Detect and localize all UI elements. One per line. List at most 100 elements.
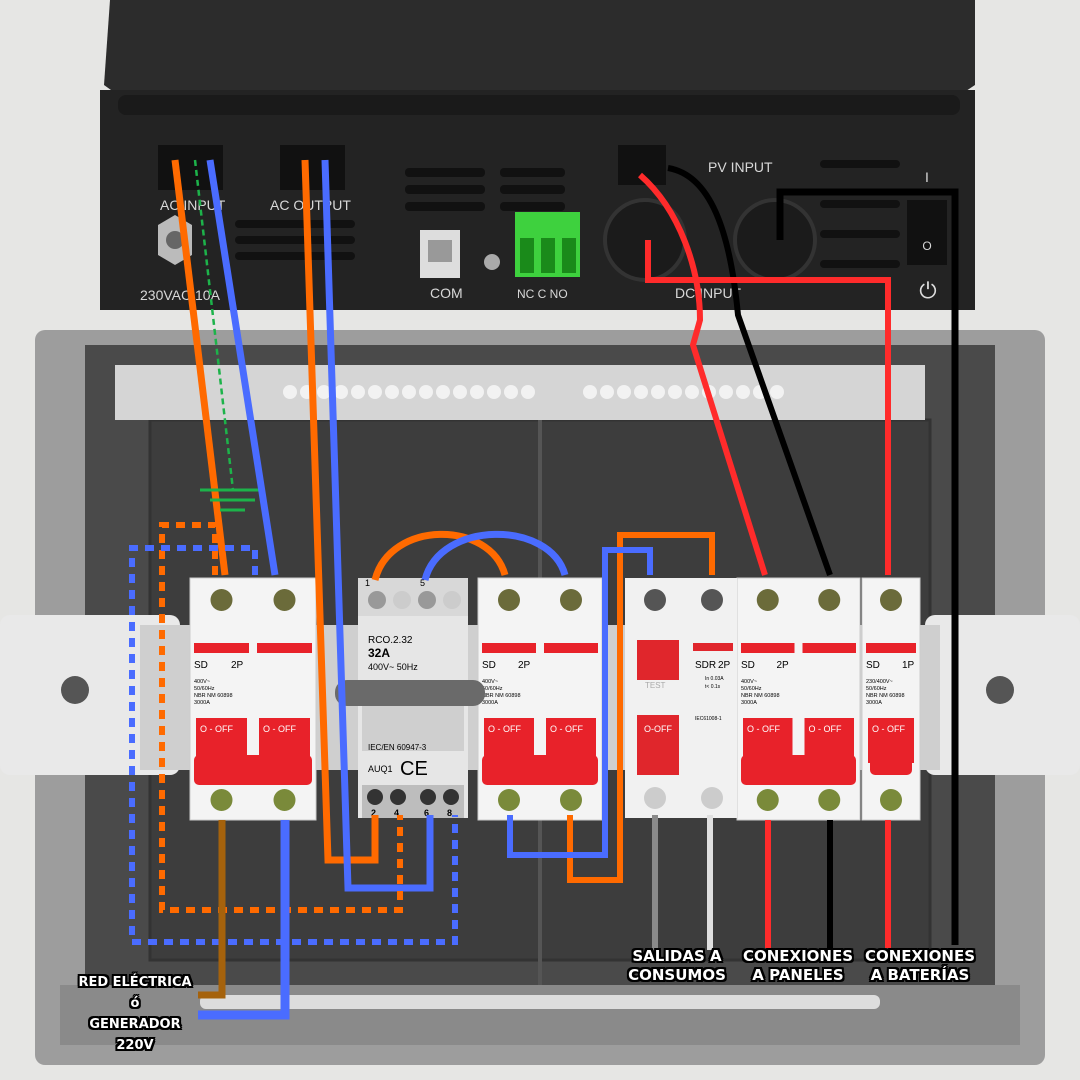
switch-on-label: I [925,169,929,185]
panels-label-line: CONEXIONES [742,947,854,965]
breaker-type: SD [194,660,208,671]
pv-negative-wire [667,165,833,577]
pv-input-port [733,198,817,282]
breaker-spec: 3000A [194,700,210,706]
batteries-label: CONEXIONES A BATERÍAS [860,947,980,985]
busbar [115,365,925,420]
loads-label-line: SALIDAS A [632,947,722,965]
handle-label: O - OFF [550,724,583,734]
grid-label: RED ELÉCTRICA ó GENERADOR 220V [70,972,200,1056]
terminal-screw-icon [210,789,233,811]
terminal-screw-icon [818,789,841,811]
ac-output-label: AC OUTPUT [270,197,351,213]
breaker-spec: 50/60Hz [194,686,215,692]
power-icon: ⏻ [919,278,936,303]
breaker-spec: NBR NM 60898 [482,693,521,699]
breaker-spec: 400V~ [741,679,757,685]
terminal-screw-icon [818,589,841,611]
battery-negative-wire [776,188,959,945]
earth-wire [193,159,235,491]
breaker-spec: NBR NM 60898 [866,693,905,699]
changeover-current: 32A [368,646,390,660]
rcd-spec: In 0.03A [705,676,724,682]
ac-output-neutral-wire [321,159,434,892]
grid-label-line: ó [130,996,140,1011]
ground-screw-icon [484,254,500,270]
terminal-screw-icon [880,589,902,611]
load-neutral-wire [507,547,653,858]
grid-label-line: RED ELÉCTRICA [78,975,192,990]
terminal-screw-icon [560,789,582,811]
terminal-label: 6 [424,808,429,818]
changeover-handle[interactable] [335,680,485,706]
breaker-spec: 3000A [866,700,882,706]
breaker-type: SD [741,660,755,671]
grid-label-line: 220V [116,1038,154,1053]
battery-positive-wire [645,240,891,575]
grid-label-line: GENERADOR [89,1017,181,1032]
handle-label: O - OFF [809,724,842,734]
grid-phase-input-wire [198,820,226,999]
breaker-spec: 50/60Hz [482,686,503,692]
changeover-model: RCO.2.32 [368,635,413,646]
ac-output-phase-wire [301,159,379,864]
loads-label-line: CONSUMOS [628,966,726,984]
terminal-label: 5 [420,578,425,588]
loads-label: SALIDAS A CONSUMOS [618,947,736,985]
batteries-label-line: A BATERÍAS [870,966,970,984]
breaker-spec: 400V~ [194,679,210,685]
rcd-handle-label: O-OFF [644,724,672,734]
breaker-poles: 2P [777,660,790,671]
ce-mark-icon: CE [400,758,428,780]
breaker-type: SD [482,660,496,671]
terminal-screw-icon [498,789,520,811]
terminal-screw-icon [756,789,779,811]
pv-positive-wire [638,172,768,576]
handle-label: O - OFF [747,724,780,734]
handle-tie [482,755,598,785]
handle-label: O - OFF [263,724,296,734]
panels-label: CONEXIONES A PANELES [738,947,858,985]
breaker-spec: NBR NM 60898 [194,693,233,699]
changeover-switch[interactable]: 1 5 RCO.2.32 32A 400V~ 50Hz IEC/EN 60947… [335,578,485,818]
terminal-screw-icon [210,589,233,611]
com-label: COM [430,285,463,301]
ac-input-phase-wire [171,159,229,576]
terminal-screw-icon [273,789,296,811]
handle-label: O - OFF [200,724,233,734]
terminal-label: 2 [371,808,376,818]
batteries-label-line: CONEXIONES [864,947,976,965]
handle-label: O - OFF [488,724,521,734]
breaker-spec: 3000A [741,700,757,706]
earth-symbol-icon [200,488,265,512]
rcd-test-button[interactable] [637,640,679,680]
terminal-screw-icon [880,789,902,811]
breaker-spec: 3000A [482,700,498,706]
breaker-spec: 230/400V~ [866,679,893,685]
changeover-code: AUQ1 [368,764,393,774]
terminal-screw-icon [560,589,582,611]
inverter: ⏻ AC INPUT AC OUTPUT 230VAC 10A COM NC C… [100,0,975,310]
terminal-label: 1 [365,578,370,588]
ac-rating-label: 230VAC 10A [140,287,221,303]
handle-tie [741,755,856,785]
breaker-poles: 2P [518,660,531,671]
pv-input-label: PV INPUT [708,159,773,175]
breaker-spec: 50/60Hz [866,686,887,692]
dc-input-label: DC INPUT [675,285,742,301]
panels-label-line: A PANELES [752,966,844,984]
breaker-spec: 400V~ [482,679,498,685]
rcd-breaker[interactable]: TEST SDR 2P In 0.03A t< 0.1s IEC61008-1 … [625,578,737,818]
rcd-test-label: TEST [645,681,666,690]
wires [129,159,959,1020]
breaker-spec: NBR NM 60898 [741,693,780,699]
rcd-handle[interactable] [637,715,679,775]
grid-neutral-input-wire [198,820,290,1020]
power-switch[interactable] [907,200,947,265]
breaker-type: SD [866,660,880,671]
